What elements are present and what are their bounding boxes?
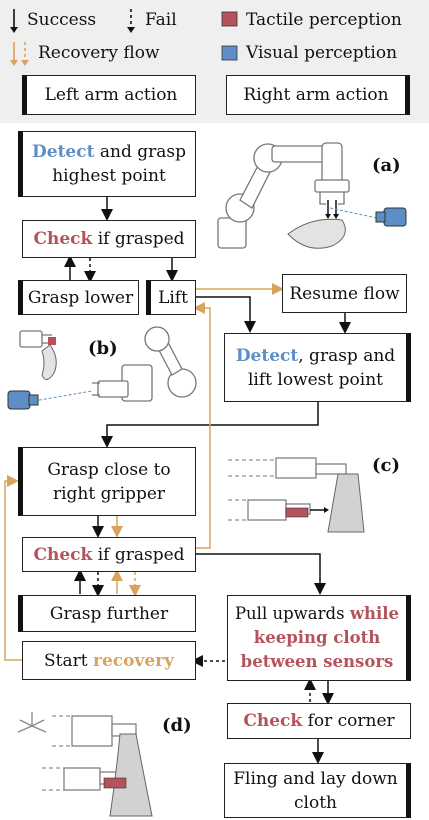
tactile-swatch-icon [221,11,238,27]
grasp-further-node: Grasp further [18,595,196,632]
check-corner-node: Check for corner [227,703,411,739]
panel-label-a: (a) [372,155,401,176]
fail-arrow-icon [127,9,135,33]
panel-label-d: (d) [162,715,192,736]
camera-icon-a [375,207,407,227]
directions-icon [17,712,47,733]
check-grasped-node-1: Check if grasped [22,220,196,258]
lift-node: Lift [146,280,196,315]
panel-label-c: (c) [372,455,400,476]
gripper-illustration-c [228,457,365,533]
legend-glyphs [10,9,238,66]
legend-right-arm-box: Right arm action [226,75,410,115]
legend-fail: Fail [145,10,177,30]
camera-icon-b [7,390,39,410]
start-recovery-node: Start recovery [22,641,196,680]
legend-success: Success [27,10,97,30]
panel-label-b: (b) [88,338,118,359]
robot-arm-illustration-b [7,326,197,410]
resume-flow-node: Resume flow [282,274,407,313]
legend-recovery: Recovery flow [38,43,160,63]
success-arrow-icon [10,9,18,33]
check-grasped-node-2: Check if grasped [22,537,196,572]
grasp-lower-node: Grasp lower [18,280,139,315]
legend-left-arm-box: Left arm action [22,75,196,115]
visual-swatch-icon [221,45,238,61]
legend-tactile: Tactile perception [246,10,402,30]
recovery-arrow-icon [10,42,29,66]
robot-arm-illustration-a [217,142,407,249]
legend-visual: Visual perception [246,43,398,63]
gripper-illustration-d [17,712,153,817]
